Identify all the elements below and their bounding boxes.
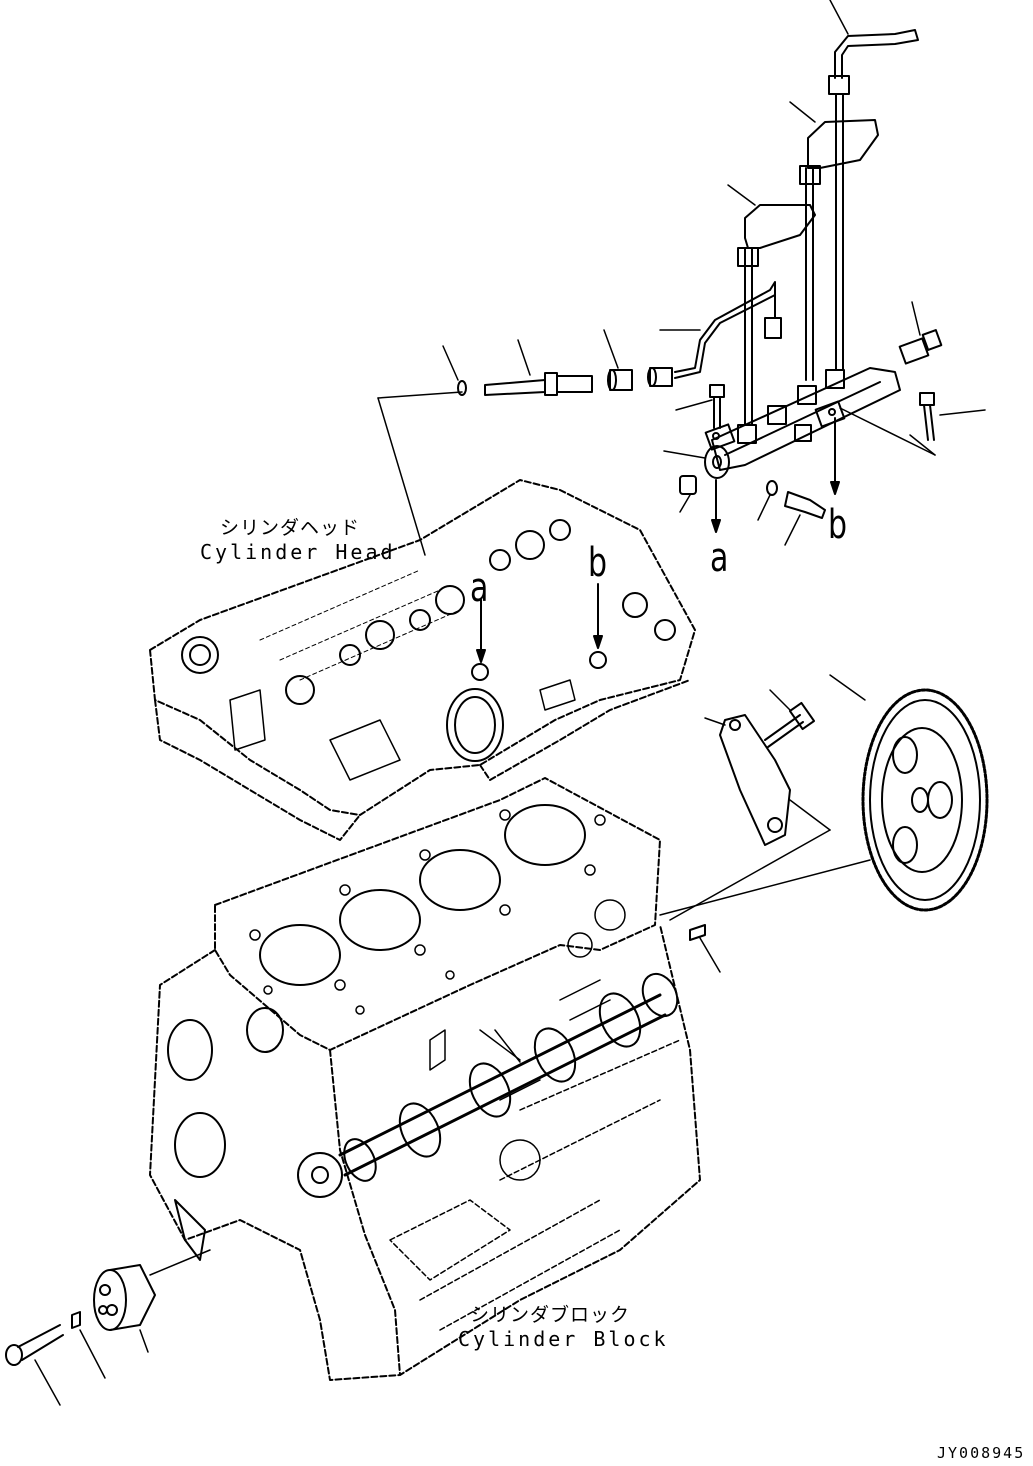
cam-gear: [829, 674, 989, 912]
injector: [484, 339, 593, 396]
reference-mark-b-head: b: [588, 540, 608, 586]
arrow-b-head: [593, 583, 603, 649]
camshaft: [338, 972, 679, 1182]
cylinder-block: [149, 777, 701, 1381]
fuel-pipe-2: [727, 184, 816, 426]
fuel-pipe-1: [659, 281, 782, 379]
fuel-pipe-3: [789, 101, 879, 381]
cylinder-block-label-jp: シリンダブロック: [470, 1304, 631, 1326]
drawing-code: JY008945: [937, 1444, 1026, 1462]
cylinder-bore-4: [504, 804, 586, 866]
pressure-sensor: [898, 301, 943, 365]
cylinder-head-label-jp: シリンダヘッド: [220, 517, 361, 539]
pulley-hub: [93, 1249, 211, 1353]
common-rail: [704, 367, 901, 479]
cylinder-head-label-en: Cylinder Head: [200, 540, 396, 564]
reference-mark-b-rail: b: [828, 502, 848, 548]
injector-nut: [647, 367, 673, 387]
dowel-pin: [689, 924, 721, 973]
arrow-b-rail: [830, 417, 840, 495]
fuel-pipe-4: [828, 0, 919, 371]
hub-bolt: [5, 1324, 64, 1406]
arrow-a-rail: [711, 479, 721, 533]
cylinder-bore-1: [259, 924, 341, 986]
reference-mark-a-rail: a: [710, 535, 729, 581]
rail-bolt-2: [839, 392, 986, 456]
arrow-a-head: [476, 599, 486, 663]
cylinder-head: [149, 479, 696, 841]
o-ring: [442, 345, 467, 396]
rail-bolt-1: [675, 384, 725, 429]
cylinder-block-label-en: Cylinder Block: [458, 1327, 669, 1351]
thrust-plate: [669, 714, 831, 921]
rail-plug: [663, 450, 706, 513]
gasket-ring: [757, 480, 778, 521]
pressure-limiter: [784, 491, 826, 546]
hub-key: [71, 1311, 106, 1379]
cylinder-bore-3: [419, 849, 501, 911]
reference-mark-a-head: a: [470, 565, 489, 611]
thrust-plate-bolt: [764, 689, 816, 748]
injector-sleeve: [603, 329, 633, 391]
cylinder-bore-2: [339, 889, 421, 951]
